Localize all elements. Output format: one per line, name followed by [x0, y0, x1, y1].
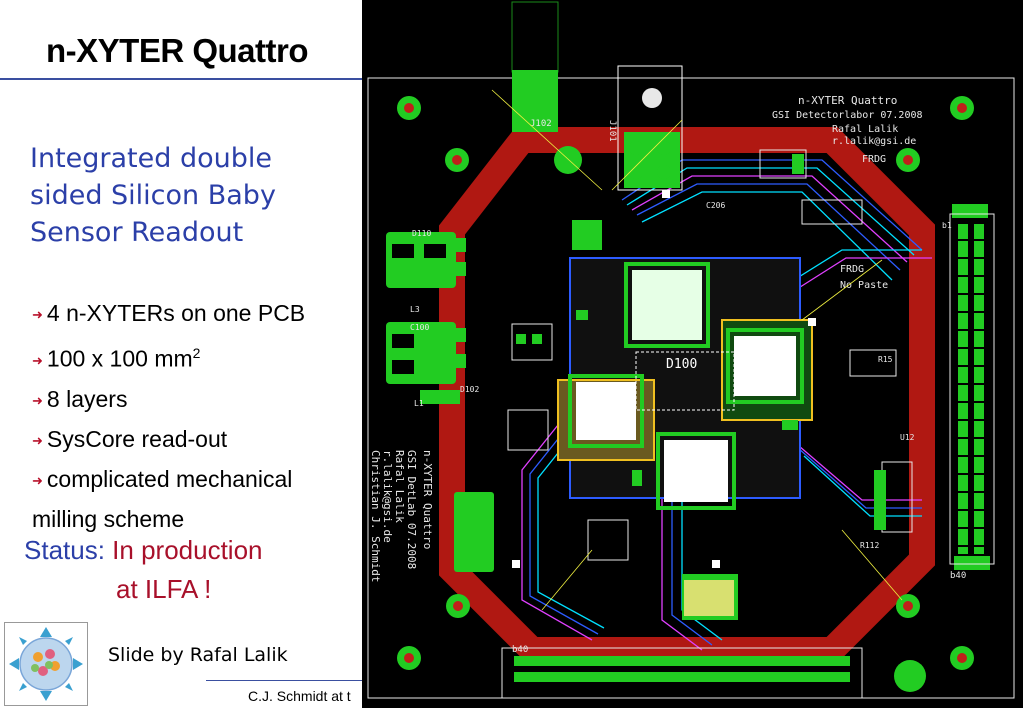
bullet-item: ➜4 n-XYTERs on one PCB [32, 300, 306, 326]
credit-text: Slide by Rafal Lalik [108, 644, 288, 666]
svg-text:n-XYTER Quattro: n-XYTER Quattro [421, 450, 434, 549]
bullet-item: ➜100 x 100 mm2 [32, 345, 201, 372]
arrow-bullet-icon: ➜ [32, 307, 43, 322]
svg-text:R112: R112 [860, 541, 879, 550]
svg-text:L3: L3 [410, 305, 420, 314]
svg-text:D110: D110 [412, 229, 431, 238]
status-value-continued: at ILFA ! [116, 574, 212, 604]
arrow-bullet-icon: ➜ [32, 352, 43, 368]
arrow-bullet-icon: ➜ [32, 432, 43, 448]
bullet-list: ➜4 n-XYTERs on one PCB ➜100 x 100 mm2 ➜8… [32, 294, 362, 538]
svg-text:D100: D100 [666, 357, 697, 372]
bullet-item: ➜complicated mechanical [32, 465, 293, 492]
svg-text:Rafal Lalik: Rafal Lalik [832, 124, 898, 135]
slide-title: n-XYTER Quattro [46, 32, 309, 69]
svg-text:GSI DetLab 07.2008: GSI DetLab 07.2008 [405, 450, 418, 569]
svg-text:U12: U12 [900, 433, 915, 442]
arrow-bullet-icon: ➜ [32, 392, 43, 408]
svg-text:J102: J102 [530, 119, 552, 129]
bullet-item: ➜SysCore read-out [32, 425, 228, 452]
svg-text:b1: b1 [942, 221, 952, 230]
status-label: Status: [24, 535, 105, 565]
footer-divider [206, 680, 362, 681]
svg-text:R15: R15 [878, 355, 893, 364]
svg-text:Rafal Lalik: Rafal Lalik [393, 450, 406, 523]
svg-text:b40: b40 [950, 571, 966, 581]
svg-text:GSI Detectorlabor 07.2008: GSI Detectorlabor 07.2008 [772, 110, 923, 121]
molecule-logo-icon [9, 627, 83, 701]
arrow-bullet-icon: ➜ [32, 472, 43, 488]
status-line: Status: In production [24, 532, 263, 568]
svg-text:FRDG: FRDG [840, 264, 864, 275]
svg-text:C100: C100 [410, 323, 429, 332]
svg-text:b40: b40 [512, 645, 528, 655]
title-divider [0, 78, 362, 80]
bullet-item-continuation: milling scheme [32, 505, 185, 532]
svg-text:Christian J. Schmidt: Christian J. Schmidt [369, 450, 382, 582]
svg-text:D102: D102 [460, 385, 479, 394]
bullet-item: ➜8 layers [32, 385, 128, 412]
svg-text:L1: L1 [414, 399, 424, 408]
pcb-layout-image: D100 [362, 0, 1023, 708]
svg-text:No Paste: No Paste [840, 280, 888, 291]
group-logo [4, 622, 88, 706]
svg-text:J101: J101 [607, 120, 617, 142]
status-value: In production [112, 535, 263, 565]
svg-text:C206: C206 [706, 201, 725, 210]
svg-text:r.lalik@gsi.de: r.lalik@gsi.de [381, 450, 394, 543]
footer-text: C.J. Schmidt at t [248, 688, 351, 704]
slide-subtitle: Integrated double sided Silicon Baby Sen… [30, 143, 276, 248]
svg-text:n-XYTER Quattro: n-XYTER Quattro [798, 94, 897, 107]
svg-text:FRDG: FRDG [862, 154, 886, 165]
svg-text:r.lalik@gsi.de: r.lalik@gsi.de [832, 136, 916, 147]
